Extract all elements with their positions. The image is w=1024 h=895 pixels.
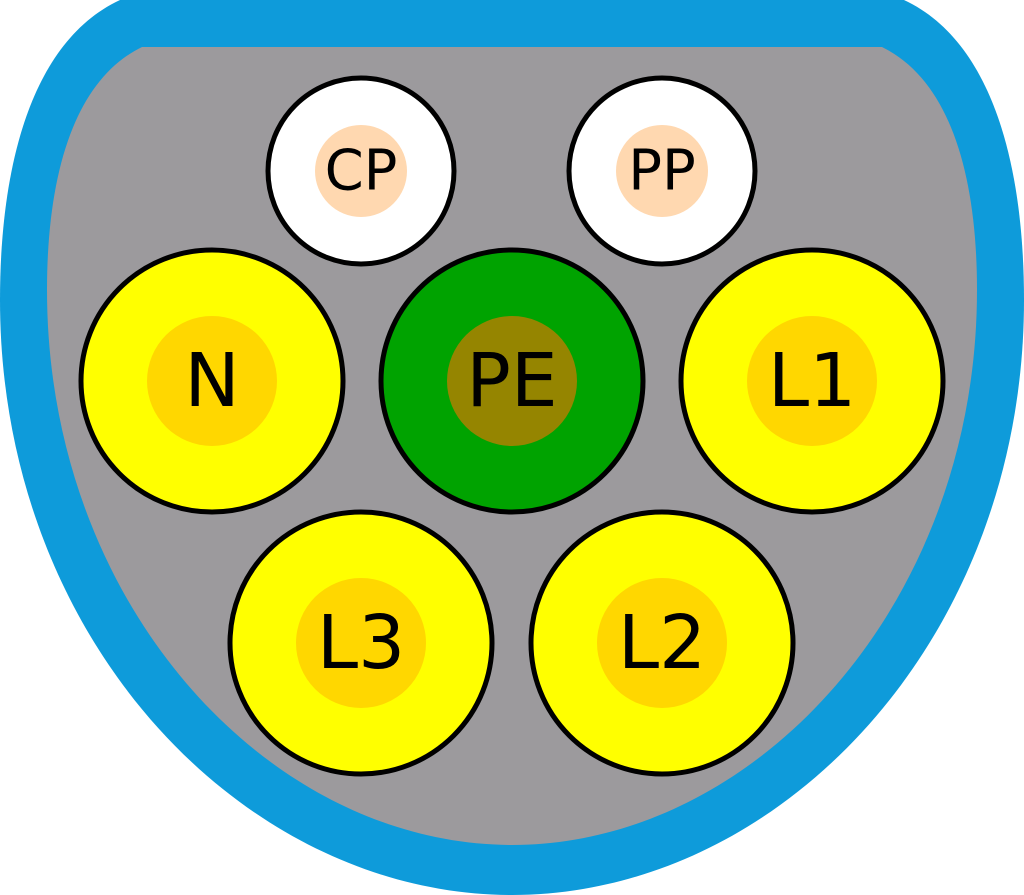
pin-pp-label: PP <box>628 139 696 204</box>
pin-cp-core <box>315 125 407 217</box>
pin-l2: L2 <box>528 509 796 777</box>
pin-n-core <box>147 316 277 446</box>
pin-cp: CP <box>265 75 457 267</box>
pin-pe: PE <box>378 247 646 515</box>
pin-l3: L3 <box>227 509 495 777</box>
pin-l2-core <box>597 578 727 708</box>
pin-l1-label: L1 <box>768 338 856 424</box>
pin-l2-label: L2 <box>618 600 706 686</box>
pin-l1-core <box>747 316 877 446</box>
pin-l3-label: L3 <box>317 600 405 686</box>
pin-pp-core <box>616 125 708 217</box>
pin-pe-core <box>447 316 577 446</box>
pin-cp-label: CP <box>325 139 398 204</box>
pin-n: N <box>78 247 346 515</box>
pin-pe-label: PE <box>466 338 557 424</box>
pin-pp: PP <box>566 75 758 267</box>
pin-n-label: N <box>184 338 239 424</box>
pin-l3-core <box>296 578 426 708</box>
pin-l1: L1 <box>678 247 946 515</box>
